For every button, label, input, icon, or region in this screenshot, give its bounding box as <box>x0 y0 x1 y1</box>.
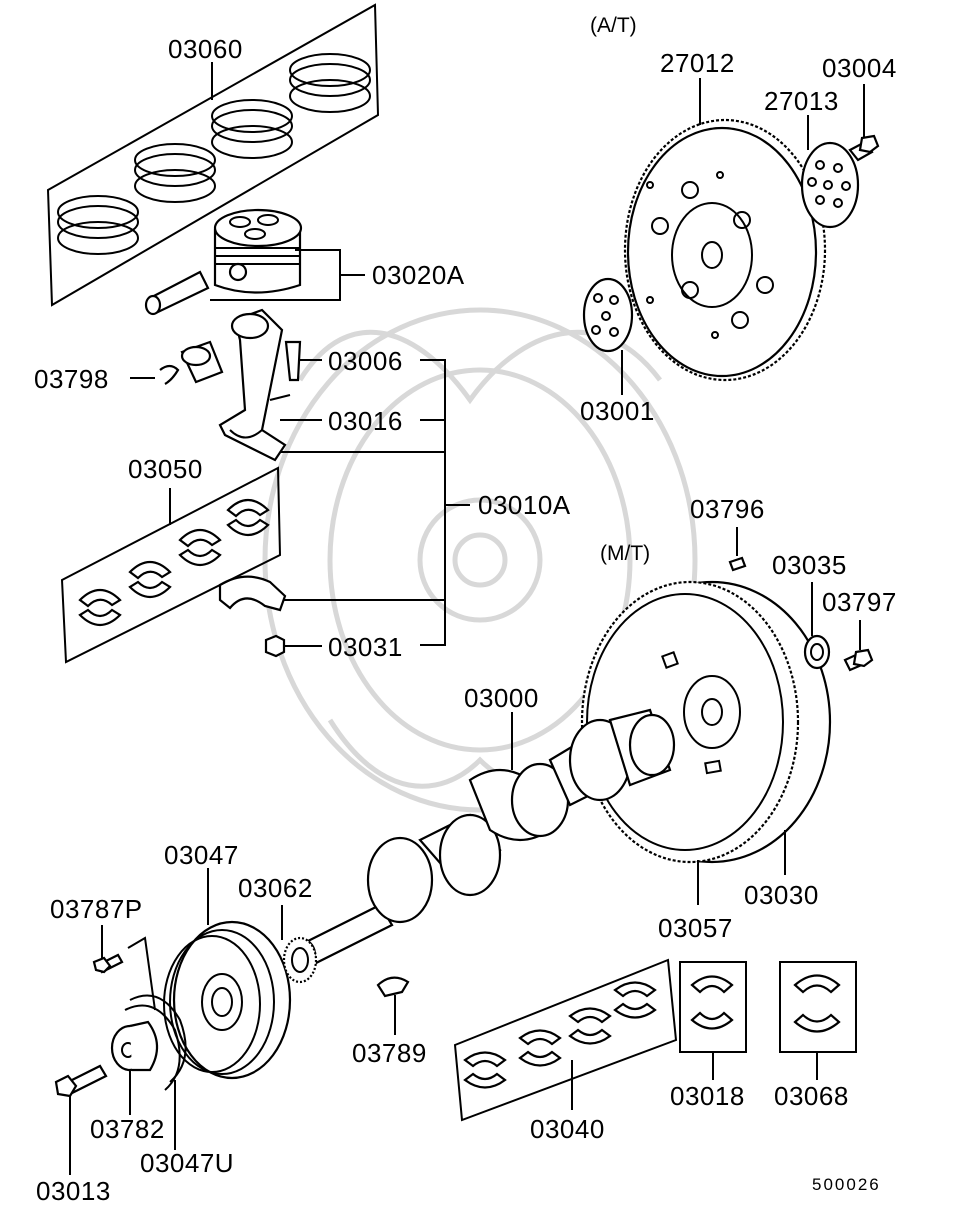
label-03031: 03031 <box>328 632 403 662</box>
ring-group-1 <box>57 195 139 255</box>
label-03057: 03057 <box>658 913 733 943</box>
sprocket-03062 <box>281 905 318 984</box>
ring-group-2 <box>134 143 216 203</box>
label-03796: 03796 <box>690 494 765 524</box>
drive-plate-27012 <box>623 78 827 382</box>
bolt-03787P <box>92 925 156 1011</box>
label-03004: 03004 <box>822 53 897 83</box>
label-27012: 27012 <box>660 48 735 78</box>
label-03798: 03798 <box>34 364 109 394</box>
label-03010A: 03010A <box>478 490 571 520</box>
bolt-03004 <box>848 84 880 162</box>
at-group-label: (A/T) <box>590 14 637 37</box>
adapter-plate-27013 <box>800 115 860 229</box>
label-03035: 03035 <box>772 550 847 580</box>
connecting-rod-assembly <box>130 308 470 658</box>
pulley-spacer-03047U <box>124 994 187 1150</box>
label-03787P: 03787P <box>50 894 143 924</box>
bearing-03068 <box>779 961 857 1080</box>
crankshaft-03000 <box>293 708 676 971</box>
piston-03020A <box>144 208 365 316</box>
label-03000: 03000 <box>464 683 539 713</box>
piston-ring-set-03060 <box>46 3 380 307</box>
key-03789 <box>376 976 410 1035</box>
labels: (A/T) (M/T) 03060 03020A 03798 03006 030… <box>34 14 897 1206</box>
bearing-03035 <box>803 582 831 670</box>
crank-pulley-03047 <box>163 868 292 1080</box>
label-03040: 03040 <box>530 1114 605 1144</box>
mt-group-label: (M/T) <box>600 542 650 565</box>
flywheel-03030 <box>580 580 832 905</box>
label-03006: 03006 <box>328 346 403 376</box>
bolt-03797 <box>843 620 874 672</box>
label-03018: 03018 <box>670 1081 745 1111</box>
label-03789: 03789 <box>352 1038 427 1068</box>
washer-03782 <box>110 1020 159 1115</box>
main-bearing-set-03040 <box>453 958 678 1122</box>
bearing-03018 <box>679 961 747 1080</box>
label-03050: 03050 <box>128 454 203 484</box>
label-03068: 03068 <box>774 1081 849 1111</box>
label-03047U: 03047U <box>140 1148 234 1178</box>
reference-number: 500026 <box>812 1175 881 1194</box>
label-03013: 03013 <box>36 1176 111 1206</box>
label-27013: 27013 <box>764 86 839 116</box>
label-03060: 03060 <box>168 34 243 64</box>
label-03797: 03797 <box>822 587 897 617</box>
label-03782: 03782 <box>90 1114 165 1144</box>
pin-03796 <box>728 527 747 572</box>
label-03016: 03016 <box>328 406 403 436</box>
label-03062: 03062 <box>238 873 313 903</box>
label-03030: 03030 <box>744 880 819 910</box>
label-03020A: 03020A <box>372 260 465 290</box>
bearing-shells <box>78 498 270 627</box>
adapter-03001 <box>582 277 634 395</box>
ring-group-3 <box>211 99 293 159</box>
bolt-03013 <box>54 1064 108 1175</box>
ring-group-4 <box>289 53 371 113</box>
label-03001: 03001 <box>580 396 655 426</box>
label-03047: 03047 <box>164 840 239 870</box>
conrod-bearing-set-03050 <box>60 466 282 664</box>
